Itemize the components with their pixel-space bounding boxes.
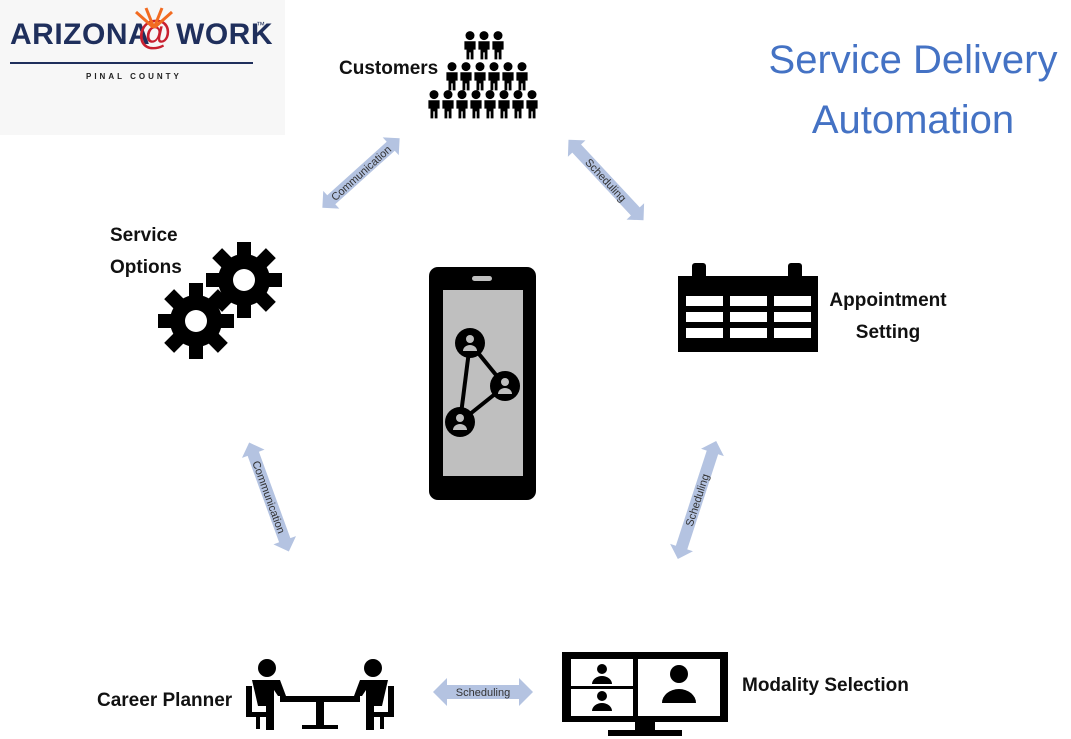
arrow-appointment-modality: Scheduling (670, 441, 724, 559)
logo: ARIZONA @ WORK ™ PINAL COUNTY (0, 0, 285, 135)
logo-trademark: ™ (256, 20, 265, 30)
label-sched-career-modality: Scheduling (456, 687, 510, 699)
logo-word-arizona: ARIZONA (10, 18, 151, 51)
label-customers: Customers (339, 58, 439, 79)
meeting-table-icon (246, 659, 394, 730)
title-line-1: Service Delivery (768, 38, 1058, 82)
label-appointment-line1: Appointment (829, 290, 947, 311)
arrow-customers-appointment: Scheduling (567, 139, 645, 221)
calendar-icon (678, 263, 818, 352)
label-comm-customers-service: Communication (329, 144, 394, 204)
logo-divider (10, 62, 253, 64)
label-comm-service-career: Communication (249, 459, 286, 535)
label-service-options-line2: Options (110, 257, 182, 278)
logo-sunburst-icon (135, 7, 173, 28)
label-service-options-line1: Service (110, 225, 178, 246)
label-sched-appointment-modality: Scheduling (684, 473, 712, 528)
video-conference-monitor-icon (562, 652, 728, 736)
label-service-options: Service Options (110, 220, 182, 284)
customers-crowd-icon (428, 31, 538, 119)
logo-subtitle: PINAL COUNTY (86, 72, 182, 81)
title-line-2: Automation (811, 98, 1015, 142)
label-appointment-setting: Appointment Setting (828, 285, 948, 349)
arrow-customers-service: Communication (322, 137, 400, 209)
smartphone-network-icon (429, 267, 536, 500)
logo-word-work: WORK (176, 18, 273, 51)
label-sched-customers-appointment: Scheduling (582, 157, 628, 205)
label-appointment-line2: Setting (855, 322, 921, 343)
label-career-planner: Career Planner (97, 690, 233, 711)
label-modality-selection: Modality Selection (742, 675, 909, 696)
arrow-career-modality: Scheduling (433, 678, 533, 706)
page-title: Service Delivery Automation (763, 30, 1063, 150)
arrow-service-career: Communication (241, 442, 297, 552)
gears-icon (142, 226, 297, 374)
